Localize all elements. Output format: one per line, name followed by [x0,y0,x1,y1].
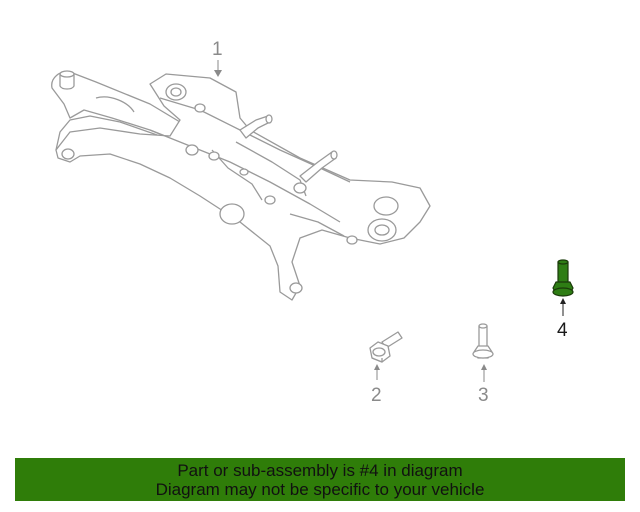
info-banner: Part or sub-assembly is #4 in diagram Di… [15,458,625,501]
rear-bolt-part[interactable] [472,323,494,359]
banner-line-2: Diagram may not be specific to your vehi… [155,480,485,499]
callout-1-label: 1 [212,39,223,60]
banner-line-1: Part or sub-assembly is #4 in diagram [177,461,463,480]
highlighted-bolt-part[interactable] [552,259,574,297]
crossmember-part[interactable] [51,70,431,301]
callout-2-label: 2 [371,385,382,406]
front-bolt-part[interactable] [369,331,403,363]
parts-diagram [51,60,574,382]
callout-4-label: 4 [557,320,568,341]
callout-3-label: 3 [478,385,489,406]
